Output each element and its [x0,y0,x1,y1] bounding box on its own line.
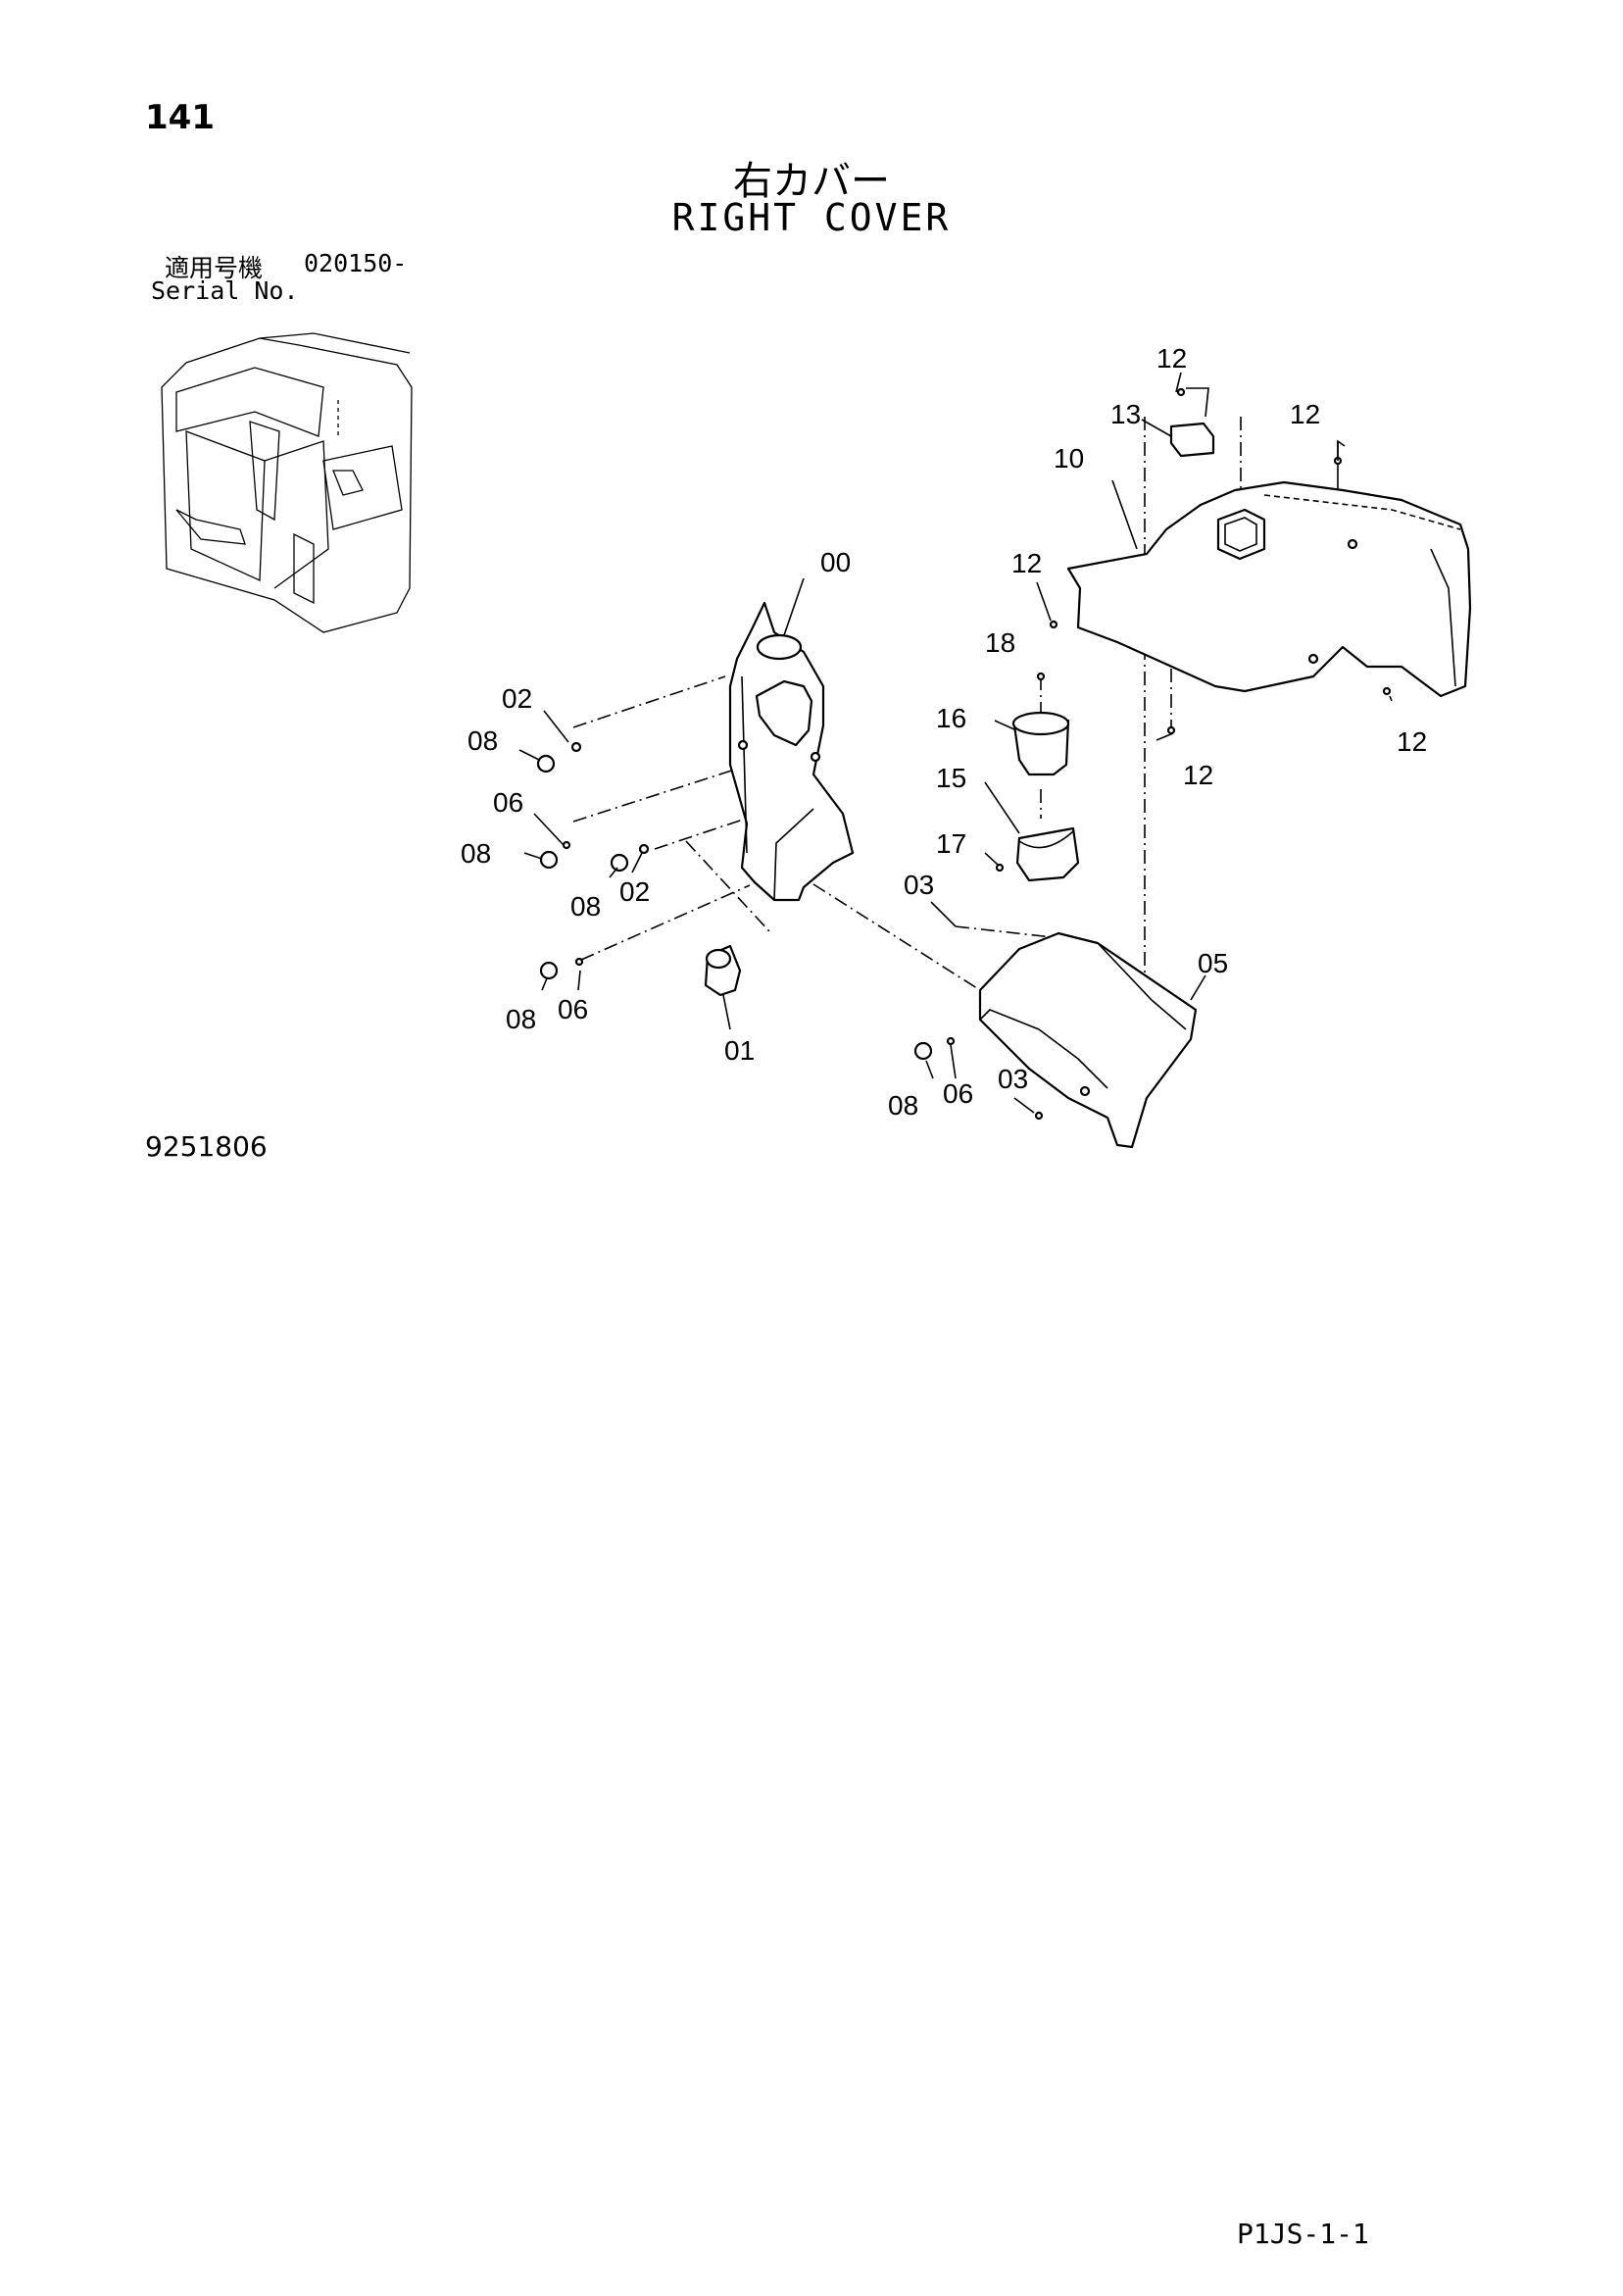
callout-label: 00 [820,547,851,577]
callout-label: 12 [1290,399,1320,429]
callout-label: 12 [1011,548,1042,578]
callout-label: 12 [1397,726,1427,757]
part-05-lower-cover [978,931,1198,1149]
serial-label: Serial No. [151,276,299,305]
callout-label: 08 [570,891,601,922]
part-13-switch-panel [1169,422,1215,458]
leader-lines [572,372,1346,1099]
callout-label: 16 [936,703,966,733]
callout-label: 18 [985,627,1015,658]
callout-labels: 12 13 12 10 00 12 18 02 08 16 12 12 06 1… [461,343,1427,1121]
serial-number-value: 020150- [304,249,408,277]
serial-label-japanese: 適用号機 [165,254,264,282]
callout-leaders [518,419,1393,1114]
page-title-japanese: 右カバー [733,159,890,204]
drawing-number: 9251806 [145,1130,268,1163]
callout-label: 03 [904,870,934,900]
cab-overview-thumbnail [161,332,413,633]
part-15-holder-bracket [995,826,1080,882]
callout-label: 10 [1054,443,1084,474]
callout-label: 08 [888,1090,918,1121]
part-00-pillar-cover [728,601,855,902]
callout-label: 06 [493,787,523,818]
page-code: P1JS-1-1 [1237,2218,1369,2250]
callout-label: 13 [1110,399,1141,429]
callout-label: 08 [506,1004,536,1034]
callout-label: 02 [619,876,650,907]
callout-label: 08 [461,838,491,869]
part-10-upper-cover [1066,480,1472,698]
callout-label: 15 [936,763,966,793]
callout-label: 08 [467,725,498,756]
part-01-grommet [704,944,742,997]
callout-label: 17 [936,828,966,859]
callout-label: 01 [724,1035,755,1066]
callout-label: 06 [558,994,588,1024]
callout-label: 12 [1183,760,1213,790]
page-title: RIGHT COVER [671,196,952,239]
cap-08-a [536,754,556,774]
callout-label: 02 [502,683,532,714]
callout-label: 03 [998,1064,1028,1094]
callout-label: 05 [1198,948,1228,978]
page-number: 141 [145,98,215,137]
callout-label: 12 [1156,343,1187,374]
callout-label: 06 [943,1078,973,1109]
part-16-cup-holder [1011,711,1070,776]
